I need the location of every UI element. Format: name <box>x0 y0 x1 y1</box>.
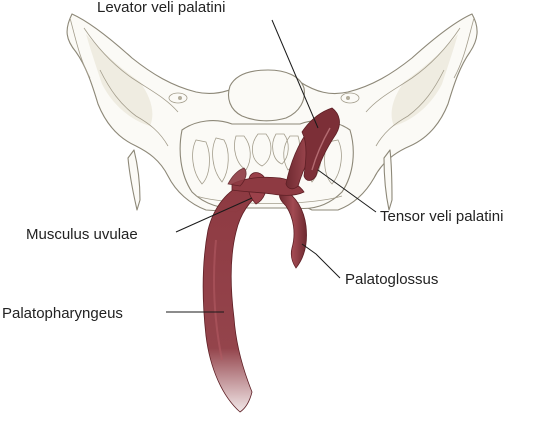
leader-levator <box>271 19 319 129</box>
palatopharyngeus-muscle <box>202 183 263 413</box>
label-musculus-uvulae: Musculus uvulae <box>26 226 138 243</box>
leader-uvulae <box>175 197 253 233</box>
label-tensor-veli-palatini: Tensor veli palatini <box>380 208 503 225</box>
left-levator-fragment <box>227 167 247 187</box>
label-palatopharyngeus: Palatopharyngeus <box>2 305 123 322</box>
left-wing-shade <box>86 34 153 126</box>
left-foramen-dot <box>178 96 182 100</box>
label-levator-veli-palatini: Levator veli palatini <box>97 0 225 16</box>
palatopharyngeus-highlight <box>213 239 223 361</box>
right-foramen <box>340 92 360 104</box>
labels: Levator veli palatini Tensor veli palati… <box>2 0 503 322</box>
leader-palatoglossus <box>301 243 341 279</box>
palatoglossus-muscle <box>279 189 307 269</box>
sphenoid-body <box>227 69 305 122</box>
left-foramen <box>168 92 188 104</box>
right-foramen-dot <box>346 96 350 100</box>
left-hamulus <box>127 149 141 211</box>
leader-tensor <box>317 169 377 213</box>
right-wing-shade <box>391 34 458 126</box>
muscles <box>202 107 340 413</box>
leader-lines <box>166 19 377 313</box>
tensor-veli-palatini-muscle <box>301 107 340 181</box>
tensor-tendon <box>311 127 331 171</box>
right-hamulus <box>383 149 393 211</box>
soft-palate-band <box>231 176 305 196</box>
label-palatoglossus: Palatoglossus <box>345 271 438 288</box>
